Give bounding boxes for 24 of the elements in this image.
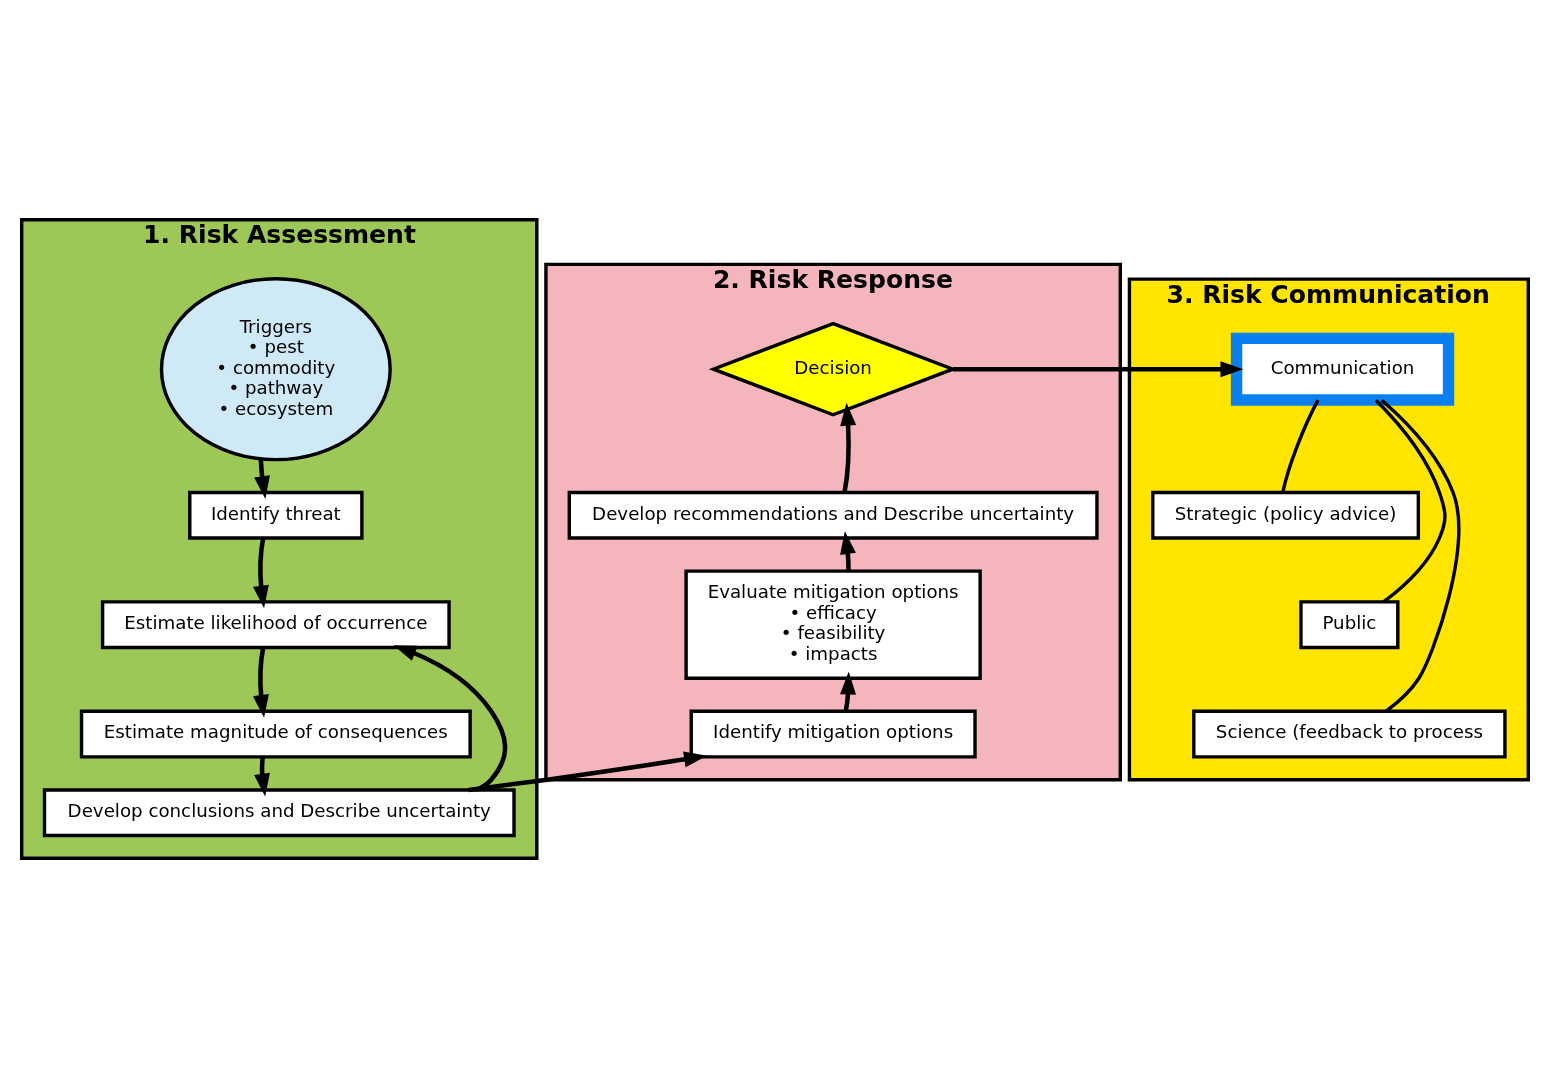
connector	[1380, 399, 1461, 713]
arrow	[253, 537, 269, 609]
node-box: Identify mitigation options	[689, 709, 977, 759]
arrow	[840, 671, 857, 712]
node-box: Develop conclusions and Describe uncertainty	[42, 788, 516, 838]
arrow	[840, 402, 857, 493]
node-box: Estimate magnitude of consequences	[79, 709, 472, 759]
arrow	[953, 361, 1244, 378]
node-box: Identify threat	[188, 490, 364, 540]
connector	[1281, 399, 1320, 493]
node-ellipse: Triggers • pest • commodity • pathway • ecosystem	[159, 277, 392, 462]
node-box: Evaluate mitigation options • efficacy • feasibility • impacts	[684, 569, 982, 680]
node-box: Strategic (policy advice)	[1151, 490, 1421, 540]
arrow	[840, 531, 856, 571]
node-box: Science (feedback to process	[1192, 709, 1507, 759]
node-box: Estimate likelihood of occurrence	[100, 600, 451, 650]
node-box: Public	[1299, 600, 1400, 650]
node-box: Communication	[1230, 332, 1455, 406]
arrow	[253, 647, 269, 718]
connector	[1374, 399, 1447, 604]
arrow	[254, 756, 270, 797]
arrow	[254, 458, 270, 499]
arrow	[468, 751, 707, 793]
node-box: Develop recommendations and Describe uncertainty	[567, 490, 1099, 540]
